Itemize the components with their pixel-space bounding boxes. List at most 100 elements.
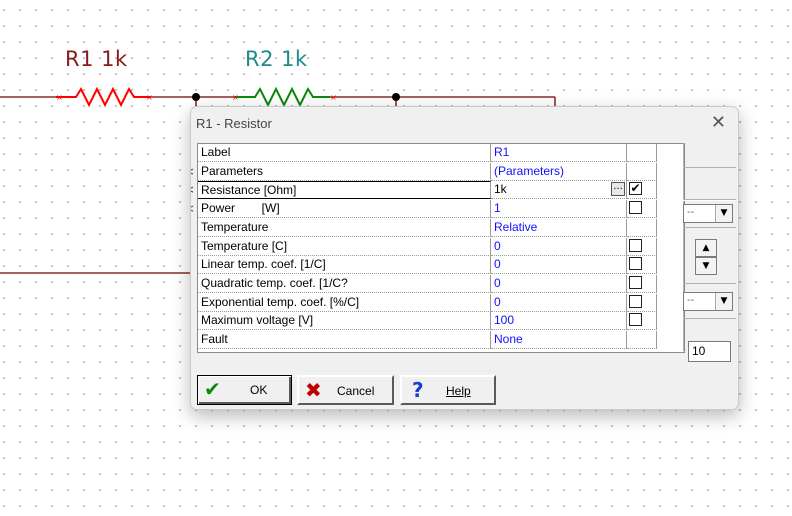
resistance-input[interactable]: 1k	[491, 181, 612, 199]
spin-down-button[interactable]: ▼	[695, 257, 717, 275]
property-label[interactable]: Parameters	[198, 162, 491, 181]
property-value[interactable]: Relative	[491, 218, 627, 237]
side-panel-border	[683, 143, 684, 351]
property-row[interactable]: Maximum voltage [V]100	[198, 312, 684, 331]
property-row[interactable]: Power [W]1 <	[191, 200, 684, 219]
svg-text:×: ×	[330, 93, 337, 102]
unit-combo-2[interactable]: -- ▼	[683, 292, 733, 311]
property-value[interactable]: 0	[491, 293, 627, 312]
checkbox-cell	[627, 293, 657, 312]
x-icon: ✖	[305, 378, 322, 402]
property-value[interactable]: R1	[491, 144, 627, 162]
property-row[interactable]: Linear temp. coef. [1/C]0	[198, 256, 684, 275]
checkbox-cell	[627, 162, 657, 181]
help-button[interactable]: ? Help	[400, 375, 496, 405]
property-label[interactable]: Maximum voltage [V]	[198, 312, 491, 331]
checkbox[interactable]	[629, 294, 642, 308]
combo-value: --	[687, 294, 695, 306]
side-divider	[683, 318, 736, 319]
checkmark-icon: ✔	[204, 377, 221, 401]
checkbox-cell	[627, 331, 657, 349]
side-divider	[683, 227, 736, 228]
checkbox-cell	[627, 218, 657, 237]
property-label[interactable]: Fault	[198, 331, 491, 349]
property-row[interactable]: Exponential temp. coef. [%/C]0	[198, 293, 684, 313]
checkbox[interactable]	[629, 257, 642, 271]
property-label[interactable]: Label	[198, 144, 491, 162]
property-value[interactable]: 0	[491, 274, 627, 293]
checkbox[interactable]	[629, 275, 642, 289]
cancel-label: Cancel	[337, 384, 375, 398]
property-value[interactable]: None	[491, 331, 627, 349]
property-value[interactable]: 100	[491, 312, 627, 331]
property-label[interactable]: Temperature	[198, 218, 491, 237]
checkbox-cell: ✔	[627, 181, 657, 200]
side-divider	[683, 199, 736, 200]
side-panel: -- ▼ ▲ ▼ -- ▼ 10	[683, 143, 736, 383]
spin-up-button[interactable]: ▲	[695, 239, 717, 257]
parameter-marker-icon: <	[191, 165, 194, 178]
chevron-down-icon[interactable]: ▼	[715, 293, 732, 310]
property-label[interactable]: Temperature [C]	[198, 237, 491, 256]
property-value[interactable]: (Parameters)	[491, 162, 627, 181]
property-value[interactable]: 1k...	[491, 181, 627, 200]
property-value[interactable]: 0	[491, 256, 627, 275]
property-label[interactable]: Power [W]	[198, 200, 491, 219]
checked-checkbox[interactable]: ✔	[629, 181, 642, 196]
resistor-r1[interactable]: × ×	[56, 86, 153, 108]
junction-node-1	[192, 93, 200, 101]
property-value[interactable]: 1	[491, 200, 627, 219]
property-row[interactable]: Parameters(Parameters) <	[191, 162, 684, 182]
parameter-marker-icon: <	[191, 202, 194, 215]
dialog-titlebar[interactable]: R1 - Resistor ✕	[191, 107, 738, 141]
r1-value: 1k	[101, 47, 128, 71]
ok-button[interactable]: ✔ OK	[197, 375, 292, 405]
close-icon[interactable]: ✕	[710, 112, 726, 133]
step-number-input[interactable]: 10	[688, 341, 731, 362]
r1-label[interactable]: R1 1k	[65, 47, 128, 71]
property-row[interactable]: Resistance [Ohm]1k...✔<	[191, 181, 684, 200]
question-icon: ?	[412, 378, 424, 402]
chevron-down-icon[interactable]: ▼	[715, 205, 732, 222]
parameter-marker-icon: <	[191, 183, 194, 196]
property-label[interactable]: Linear temp. coef. [1/C]	[198, 256, 491, 275]
dialog-title: R1 - Resistor	[196, 116, 272, 131]
checkbox-cell	[627, 274, 657, 293]
checkbox[interactable]	[629, 313, 642, 327]
checkbox-cell	[627, 256, 657, 275]
r2-label[interactable]: R2 1k	[245, 47, 308, 71]
checkbox-cell	[627, 144, 657, 162]
unit-combo-1[interactable]: -- ▼	[683, 204, 733, 223]
checkbox-cell	[627, 237, 657, 256]
combo-value: --	[687, 206, 695, 218]
ellipsis-button[interactable]: ...	[611, 182, 625, 197]
arrow-up-icon: ▲	[702, 243, 710, 253]
property-row[interactable]: Temperature [C]0	[198, 237, 684, 257]
checkbox-cell	[627, 312, 657, 331]
ok-label: OK	[250, 383, 268, 397]
r2-value: 1k	[281, 47, 308, 71]
property-value[interactable]: 0	[491, 237, 627, 256]
r1-name: R1	[65, 47, 94, 71]
checkbox-cell	[627, 200, 657, 219]
property-row[interactable]: Quadratic temp. coef. [1/C?0	[198, 274, 684, 294]
cancel-button[interactable]: ✖ Cancel	[297, 375, 394, 405]
property-label[interactable]: Exponential temp. coef. [%/C]	[198, 293, 491, 312]
checkbox[interactable]	[629, 201, 642, 215]
side-divider	[683, 283, 736, 284]
svg-text:×: ×	[56, 93, 63, 102]
property-label[interactable]: Quadratic temp. coef. [1/C?	[198, 274, 491, 293]
resistor-r2[interactable]: × ×	[232, 86, 337, 108]
side-divider	[683, 200, 736, 201]
arrow-down-icon: ▼	[702, 261, 710, 271]
r2-name: R2	[245, 47, 274, 71]
help-label: Help	[446, 384, 471, 398]
property-label[interactable]: Resistance [Ohm]	[198, 181, 491, 200]
checkbox[interactable]	[629, 238, 642, 252]
